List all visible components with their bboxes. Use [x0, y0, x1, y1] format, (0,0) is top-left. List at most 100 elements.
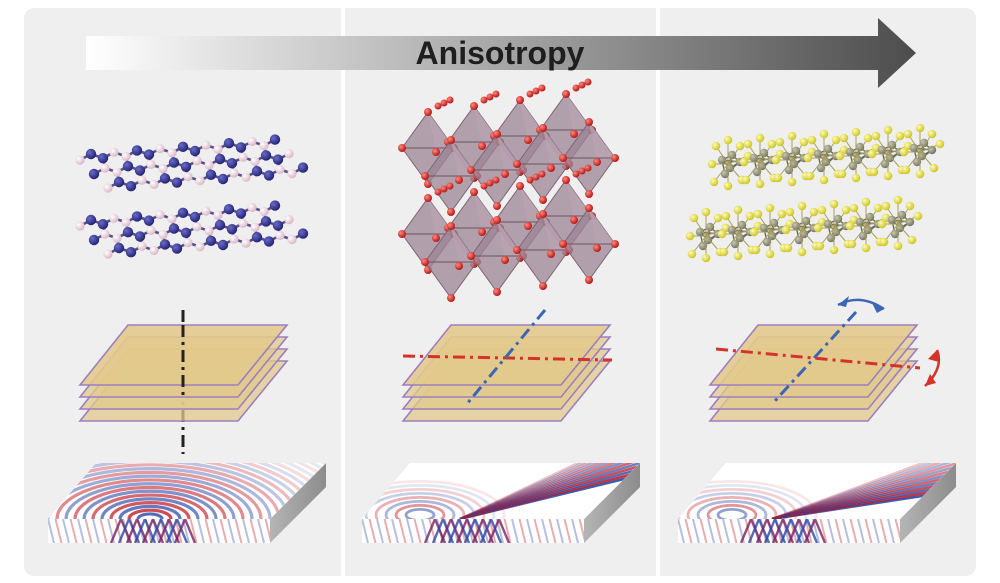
atom	[113, 176, 125, 188]
atom	[250, 222, 260, 232]
atom	[159, 173, 171, 184]
sulfur-atom	[787, 131, 797, 141]
oxygen-atom	[432, 234, 440, 242]
sulfur-atom	[799, 137, 809, 147]
anisotropy-arrow: Anisotropy	[86, 18, 916, 88]
atom	[214, 153, 226, 165]
sulfur-atom	[819, 129, 829, 139]
atom	[100, 229, 110, 239]
sulfur-atom	[873, 203, 883, 213]
sulfur-atom	[905, 201, 915, 211]
oxygen-atom	[585, 190, 593, 198]
sulfur-atom	[895, 131, 905, 141]
atom	[272, 220, 284, 231]
sulfur-atom	[847, 239, 857, 249]
sulfur-atom	[735, 141, 745, 151]
sulfur-atom	[721, 211, 731, 221]
sulfur-atom	[935, 139, 945, 149]
atom	[131, 211, 143, 222]
atom	[167, 148, 177, 158]
slab-layer	[708, 324, 919, 386]
atom	[217, 239, 229, 251]
sulfur-atom	[739, 157, 749, 167]
sulfur-atom	[733, 205, 743, 215]
atom	[146, 225, 156, 235]
atom	[125, 181, 137, 192]
atom	[214, 219, 226, 231]
slab-stack-1	[78, 310, 289, 454]
sulfur-atom	[701, 253, 711, 263]
oxygen-atom	[424, 194, 432, 202]
oxygen-atom	[424, 108, 432, 116]
sulfur-atom	[851, 127, 861, 137]
atom	[137, 175, 147, 185]
atom	[287, 169, 297, 179]
sulfur-atom	[709, 177, 719, 187]
atom	[88, 234, 100, 246]
sulfur-atom	[829, 199, 839, 209]
wave-slab-1	[48, 463, 326, 543]
atom	[251, 166, 263, 177]
sulfur-atom	[777, 209, 787, 219]
atom	[125, 247, 137, 258]
oxygen-atom	[470, 102, 478, 110]
oxygen-atom	[470, 188, 478, 196]
atom	[259, 207, 269, 217]
atom	[134, 165, 146, 176]
oxygen-atom	[570, 216, 578, 224]
atom	[131, 145, 143, 156]
oxygen-atom	[547, 164, 555, 172]
atom	[85, 148, 97, 160]
atom	[137, 241, 147, 251]
sulfur-atom	[775, 137, 785, 147]
sulfur-atom	[733, 251, 743, 261]
sulfur-atom	[831, 135, 841, 145]
oxygen-atom	[421, 258, 429, 266]
atom	[177, 141, 189, 152]
oxygen-atom	[455, 176, 463, 184]
sulfur-atom	[881, 201, 891, 211]
atom	[201, 206, 211, 216]
slab-stack-2	[401, 309, 613, 422]
oxygen-atom	[593, 158, 601, 166]
oxygen-atom	[559, 240, 567, 248]
atom	[201, 140, 211, 150]
sulfur-atom	[741, 175, 751, 185]
sulfur-atom	[749, 227, 759, 237]
oxygen-atom	[562, 90, 570, 98]
atom	[109, 213, 119, 223]
atom	[205, 169, 217, 180]
atom	[134, 231, 146, 242]
atom	[183, 238, 193, 248]
atom	[88, 168, 100, 180]
atom	[223, 138, 235, 149]
sulfur-atom	[871, 131, 881, 141]
sulfur-atom	[815, 241, 825, 251]
sulfur-atom	[849, 203, 859, 213]
atom	[241, 172, 251, 182]
atom	[260, 150, 272, 161]
wave-slab-3	[678, 463, 956, 543]
sulfur-atom	[879, 237, 889, 247]
sulfur-atom	[719, 247, 729, 257]
atom	[251, 232, 263, 243]
sulfur-atom	[845, 221, 855, 231]
atom	[226, 158, 238, 169]
atom	[189, 211, 201, 223]
sulfur-atom	[861, 243, 871, 253]
oxygen-atom	[478, 142, 486, 150]
oxygen-atom	[539, 282, 547, 290]
oxygen-atom	[493, 216, 501, 224]
atom	[238, 218, 248, 228]
atom	[284, 215, 294, 225]
sulfur-atom	[877, 219, 887, 229]
sulfur-atom	[803, 153, 813, 163]
oxygen-atom	[524, 222, 532, 230]
oxygen-atom	[447, 222, 455, 230]
atom	[263, 236, 275, 247]
oxygen-atom	[516, 96, 524, 104]
oxygen-atom	[398, 230, 406, 238]
sulfur-atom	[883, 171, 893, 181]
atom	[229, 234, 239, 244]
